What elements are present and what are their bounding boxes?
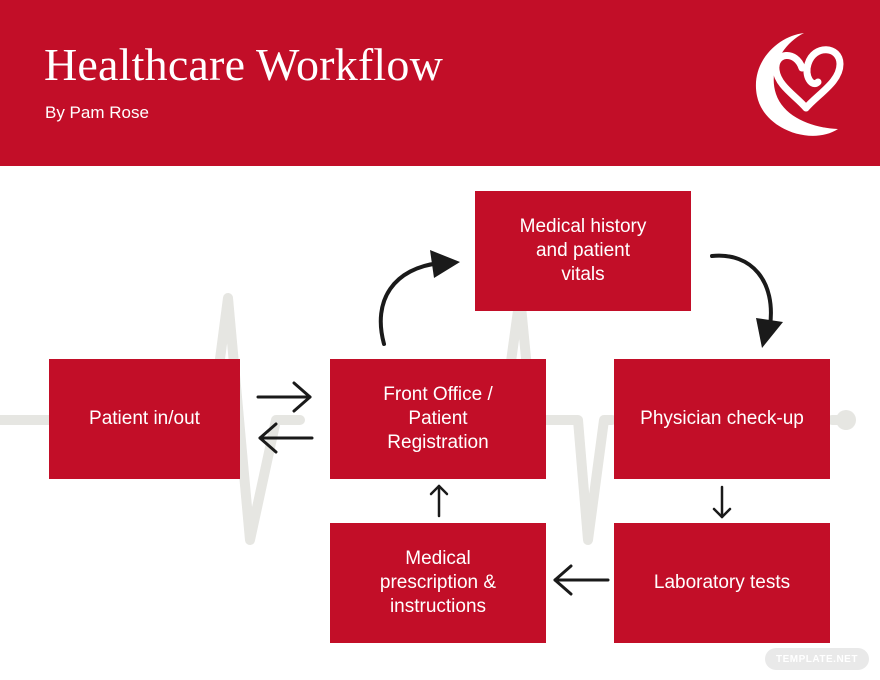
- node-label: Laboratory tests: [653, 572, 791, 593]
- ekg-end-dot: [836, 410, 856, 430]
- arrow-lab-to-prescription: [553, 564, 610, 596]
- arrow-history-to-physician: [710, 253, 783, 348]
- node-label: Medical history and patient vitals: [519, 216, 647, 285]
- header-banner: Healthcare Workflow By Pam Rose: [0, 0, 880, 166]
- node-label: Medical prescription & instructions: [379, 548, 497, 617]
- node-patient-in-out: Patient in/out: [49, 359, 240, 479]
- node-medical-prescription: Medical prescription & instructions: [330, 523, 546, 643]
- author-byline: By Pam Rose: [45, 103, 149, 122]
- arrow-physician-to-lab: [712, 485, 732, 519]
- arrow-front-to-patient: [258, 422, 314, 454]
- page-title: Healthcare Workflow: [44, 39, 444, 90]
- node-label: Front Office / Patient Registration: [383, 384, 493, 453]
- node-label: Physician check-up: [640, 408, 804, 429]
- node-laboratory-tests: Laboratory tests: [614, 523, 830, 643]
- arrow-patient-to-front: [256, 381, 312, 413]
- watermark-badge: TEMPLATE.NET: [765, 648, 869, 670]
- arrow-prescription-to-front: [429, 484, 449, 518]
- arrow-front-to-history: [378, 250, 460, 346]
- node-label: Patient in/out: [89, 408, 200, 429]
- node-medical-history: Medical history and patient vitals: [475, 191, 691, 311]
- node-physician-checkup: Physician check-up: [614, 359, 830, 479]
- heart-logo-icon: [755, 33, 844, 136]
- node-front-office: Front Office / Patient Registration: [330, 359, 546, 479]
